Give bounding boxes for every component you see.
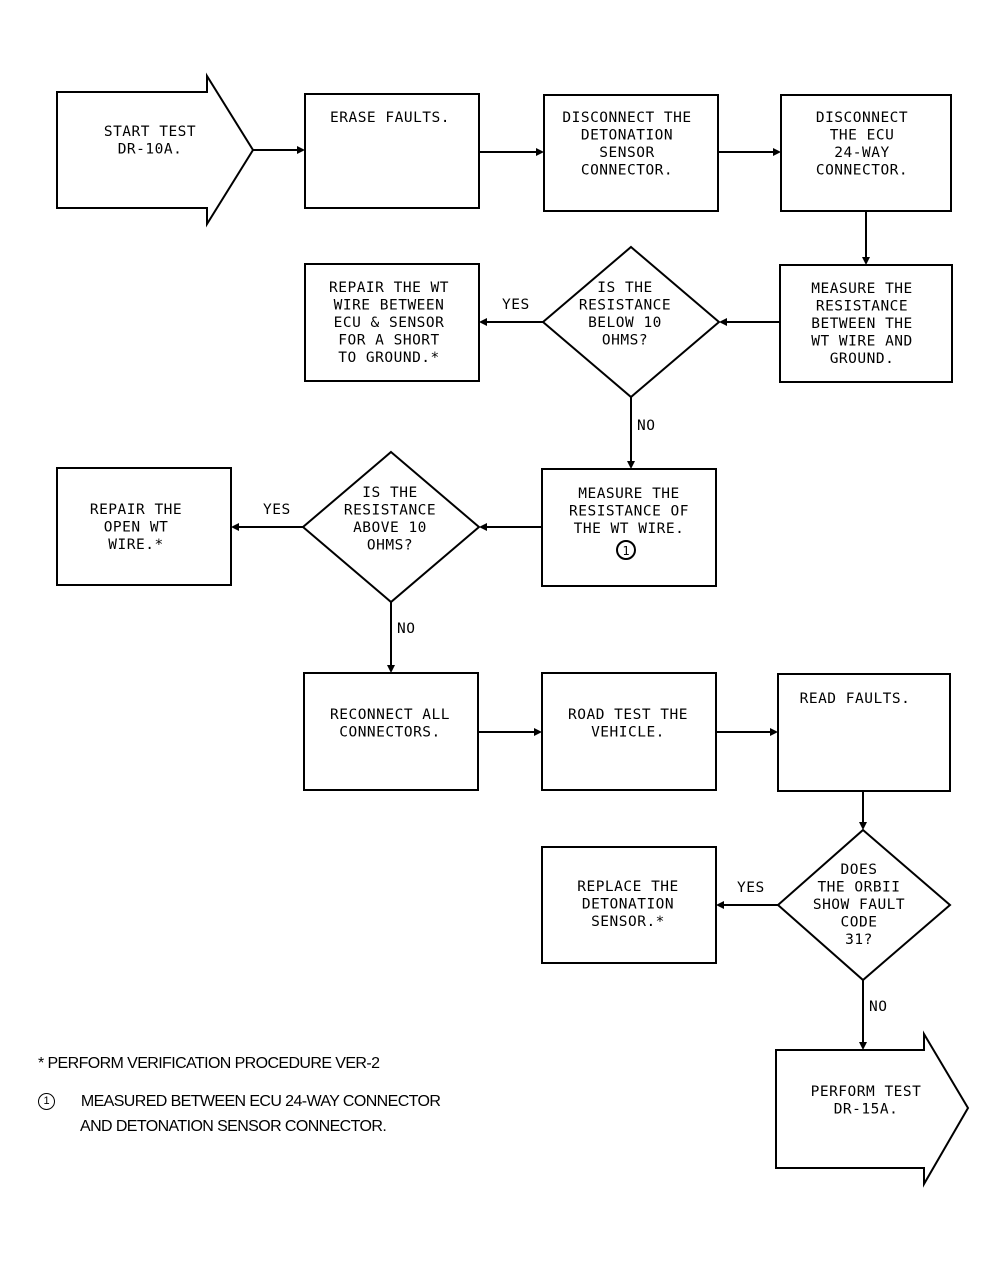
erase-faults-box xyxy=(304,93,480,209)
label-line: IS THE xyxy=(362,485,417,501)
label-line: SENSOR.* xyxy=(591,914,665,930)
label-line: MEASURE THE xyxy=(578,486,680,502)
erase-faults-label: ERASE FAULTS. xyxy=(330,110,450,126)
label-line: REPLACE THE xyxy=(577,879,679,895)
label-line: CONNECTOR. xyxy=(816,163,908,179)
label-line: CODE xyxy=(841,915,878,931)
yes-label-open: YES xyxy=(263,502,291,518)
measured-note: 1 MEASURED BETWEEN ECU 24-WAY CONNECTOR xyxy=(38,1093,441,1111)
measured-note-line1: MEASURED BETWEEN ECU 24-WAY CONNECTOR xyxy=(80,1093,441,1110)
label-line: ECU & SENSOR xyxy=(334,315,445,331)
no-label-below: NO xyxy=(637,418,655,434)
verification-note: * PERFORM VERIFICATION PROCEDURE VER-2 xyxy=(38,1055,380,1072)
label-line: SENSOR xyxy=(599,145,654,161)
label-line: 24-WAY xyxy=(834,145,889,161)
label-line: CONNECTOR. xyxy=(581,163,673,179)
label-line: PERFORM TEST xyxy=(811,1084,922,1100)
label-line: RESISTANCE xyxy=(816,299,908,315)
label-line: VEHICLE. xyxy=(591,725,665,741)
measure-ground-box xyxy=(779,264,953,383)
disconnect-ecu-box xyxy=(780,94,952,212)
label-line: READ FAULTS. xyxy=(800,691,911,707)
footnote-marker-icon: 1 xyxy=(616,540,636,560)
label-line: DETONATION xyxy=(581,128,673,144)
label-line: RESISTANCE xyxy=(579,298,671,314)
label-line: CONNECTORS. xyxy=(339,725,441,741)
label-line: RESISTANCE OF xyxy=(569,504,689,520)
label-line: OPEN WT xyxy=(104,520,169,536)
label-line: WIRE.* xyxy=(108,537,163,553)
label-line: ERASE FAULTS. xyxy=(330,110,450,126)
perform-test-label: PERFORM TEST DR-15A. xyxy=(811,1084,922,1118)
label-line: DR-15A. xyxy=(834,1102,899,1118)
repair-short-box xyxy=(304,263,480,382)
label-line: REPAIR THE xyxy=(90,502,182,518)
label-line: ROAD TEST THE xyxy=(568,707,688,723)
label-line: FOR A SHORT xyxy=(338,333,440,349)
start-test-label: START TEST DR-10A. xyxy=(104,124,196,158)
label-line: THE ECU xyxy=(830,128,895,144)
svg-text:1: 1 xyxy=(622,544,629,558)
label-line: BELOW 10 xyxy=(588,315,662,331)
label-line: RESISTANCE xyxy=(344,503,436,519)
label-line: WT WIRE AND xyxy=(811,334,913,350)
measure-wire-box xyxy=(541,468,717,587)
yes-label-replace: YES xyxy=(737,880,765,896)
label-line: DISCONNECT THE xyxy=(562,110,691,126)
no-label-above: NO xyxy=(397,621,415,637)
reconnect-label: RECONNECT ALL CONNECTORS. xyxy=(330,707,450,741)
footnote-circle-icon: 1 xyxy=(38,1093,55,1111)
disconnect-sensor-box xyxy=(543,94,719,212)
label-line: RECONNECT ALL xyxy=(330,707,450,723)
repair-open-box xyxy=(56,467,232,586)
label-line: THE WT WIRE. xyxy=(574,521,685,537)
label-line: ABOVE 10 xyxy=(353,520,427,536)
start-test-arrow xyxy=(56,72,255,228)
label-line: OHMS? xyxy=(367,538,413,554)
label-line: DISCONNECT xyxy=(816,110,908,126)
reconnect-box xyxy=(303,672,479,791)
perform-test-arrow xyxy=(775,1030,970,1188)
no-label-code: NO xyxy=(869,999,887,1015)
label-line: REPAIR THE WT xyxy=(329,280,449,296)
label-line: BETWEEN THE xyxy=(811,316,913,332)
label-line: 31? xyxy=(845,932,873,948)
label-line: IS THE xyxy=(597,280,652,296)
label-line: TO GROUND.* xyxy=(338,350,440,366)
label-line: OHMS? xyxy=(602,333,648,349)
label-line: THE ORBII xyxy=(817,880,900,896)
label-line: WIRE BETWEEN xyxy=(334,298,445,314)
road-test-box xyxy=(541,672,717,791)
replace-sensor-box xyxy=(541,846,717,964)
measured-note-line2: AND DETONATION SENSOR CONNECTOR. xyxy=(80,1118,387,1135)
read-faults-label: READ FAULTS. xyxy=(800,691,911,707)
label-line: START TEST xyxy=(104,124,196,140)
connector-lines xyxy=(231,146,870,1050)
road-test-label: ROAD TEST THE VEHICLE. xyxy=(568,707,688,741)
label-line: MEASURE THE xyxy=(811,281,913,297)
label-line: DOES xyxy=(841,862,878,878)
label-line: DR-10A. xyxy=(118,142,183,158)
label-line: SHOW FAULT xyxy=(813,897,905,913)
read-faults-box xyxy=(777,673,951,792)
label-line: GROUND. xyxy=(830,351,895,367)
yes-label-short: YES xyxy=(502,297,530,313)
label-line: DETONATION xyxy=(582,897,674,913)
